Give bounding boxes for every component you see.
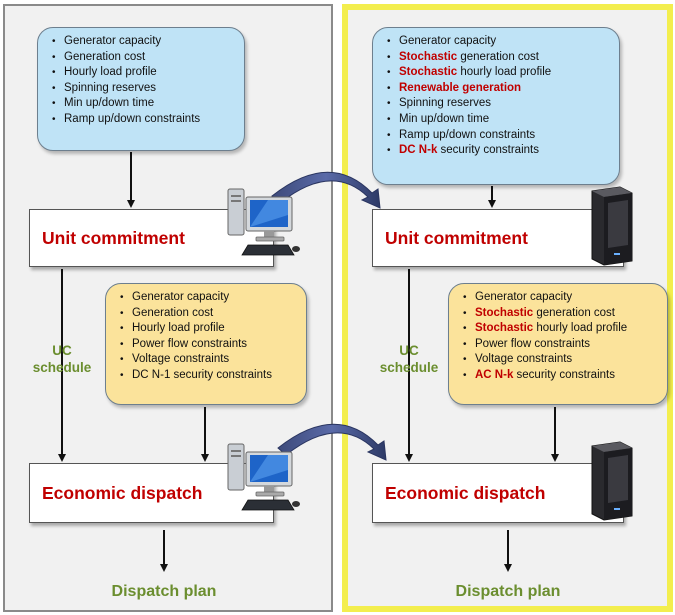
emphasis-text: Stochastic — [475, 306, 534, 319]
item-text: generation cost — [533, 306, 616, 319]
right-dispatch-plan-label: Dispatch plan — [455, 583, 561, 600]
left-top_box-item: Generation cost — [52, 50, 238, 66]
left-top_box-item: Ramp up/down constraints — [52, 112, 238, 128]
item-text: security constraints — [437, 144, 539, 157]
right-economic-dispatch-label: Economic dispatch — [385, 482, 546, 503]
right-mid-box-item: Stochastic generation cost — [463, 306, 661, 322]
left-dispatch-plan-label: Dispatch plan — [111, 583, 217, 600]
left-mid_box-item: Generation cost — [120, 306, 300, 322]
item-text: hourly load profile — [533, 322, 628, 335]
right-unit-commitment-label: Unit commitment — [385, 227, 528, 248]
right-ed-inputs-list: Generator capacityStochastic generation … — [463, 290, 661, 384]
left-uc-inputs-box: Generator capacityGeneration costHourly … — [37, 27, 245, 151]
emphasis-text: Stochastic — [475, 322, 534, 335]
right-top-box-item: Generator capacity — [387, 34, 613, 50]
left-mid_box-item: Generator capacity — [120, 290, 300, 306]
server-tower-icon — [591, 441, 633, 521]
server-tower-icon — [591, 186, 633, 266]
item-text: Spinning reserves — [399, 97, 492, 110]
right-mid-box-item: Stochastic hourly load profile — [463, 321, 661, 337]
desktop-computer-icon — [227, 188, 300, 256]
left-uc-label: UC — [52, 343, 72, 358]
left-uc-schedule-label: UC schedule — [32, 342, 92, 376]
right-ed-inputs-box: Generator capacityStochastic generation … — [448, 283, 668, 405]
right-top-box-item: Min up/down time — [387, 112, 613, 128]
item-text: Power flow constraints — [475, 337, 591, 350]
item-text: Generator capacity — [475, 291, 573, 303]
item-text: generation cost — [457, 50, 540, 63]
item-text: security constraints — [513, 368, 615, 381]
item-text: Generator capacity — [399, 35, 497, 47]
right-uc-label: UC — [399, 343, 419, 358]
item-text: Min up/down time — [399, 112, 490, 125]
emphasis-text: Renewable generation — [399, 81, 522, 94]
right-economic-dispatch-box: Economic dispatch — [372, 463, 624, 523]
curved-arrow-top — [271, 171, 381, 209]
left-top_box-item: Spinning reserves — [52, 81, 238, 97]
right-mid-box-item: Power flow constraints — [463, 337, 661, 353]
right-unit-commitment-box: Unit commitment — [372, 209, 624, 267]
emphasis-text: Stochastic — [399, 66, 458, 79]
left-uc-inputs-list: Generator capacityGeneration costHourly … — [52, 34, 238, 128]
right-top-box-item: Ramp up/down constraints — [387, 128, 613, 144]
emphasis-text: AC N-k — [475, 368, 514, 381]
emphasis-text: Stochastic — [399, 50, 458, 63]
left-unit-commitment-box: Unit commitment — [29, 209, 274, 267]
right-top-box-item: DC N-k security constraints — [387, 143, 613, 159]
left-top_box-item: Hourly load profile — [52, 65, 238, 81]
right-mid-box-item: Voltage constraints — [463, 352, 661, 368]
left-top_box-item: Min up/down time — [52, 96, 238, 112]
left-mid_box-item: Hourly load profile — [120, 321, 300, 337]
right-top-box-item: Stochastic generation cost — [387, 50, 613, 66]
right-mid-box-item: AC N-k security constraints — [463, 368, 661, 384]
item-text: Ramp up/down constraints — [399, 128, 536, 141]
left-economic-dispatch-label: Economic dispatch — [42, 482, 203, 503]
emphasis-text: DC N-k — [399, 144, 438, 157]
left-schedule-label: schedule — [32, 360, 92, 375]
right-uc-inputs-box: Generator capacityStochastic generation … — [372, 27, 620, 185]
left-mid_box-item: Power flow constraints — [120, 337, 300, 353]
right-mid-box-item: Generator capacity — [463, 290, 661, 306]
left-mid_box-item: DC N-1 security constraints — [120, 368, 300, 384]
right-top-box-item: Renewable generation — [387, 81, 613, 97]
item-text: Voltage constraints — [475, 353, 573, 366]
left-top_box-item: Generator capacity — [52, 34, 238, 50]
left-ed-inputs-list: Generator capacityGeneration costHourly … — [120, 290, 300, 384]
right-top-box-item: Spinning reserves — [387, 96, 613, 112]
right-uc-schedule-label: UC schedule — [374, 342, 444, 376]
right-top-box-item: Stochastic hourly load profile — [387, 65, 613, 81]
desktop-computer-icon — [227, 443, 300, 511]
item-text: hourly load profile — [457, 66, 552, 79]
left-unit-commitment-label: Unit commitment — [42, 227, 185, 248]
right-uc-inputs-list: Generator capacityStochastic generation … — [387, 34, 613, 159]
right-schedule-label: schedule — [379, 360, 439, 375]
left-mid_box-item: Voltage constraints — [120, 352, 300, 368]
left-ed-inputs-box: Generator capacityGeneration costHourly … — [105, 283, 307, 405]
curved-arrow-bottom — [277, 423, 387, 461]
